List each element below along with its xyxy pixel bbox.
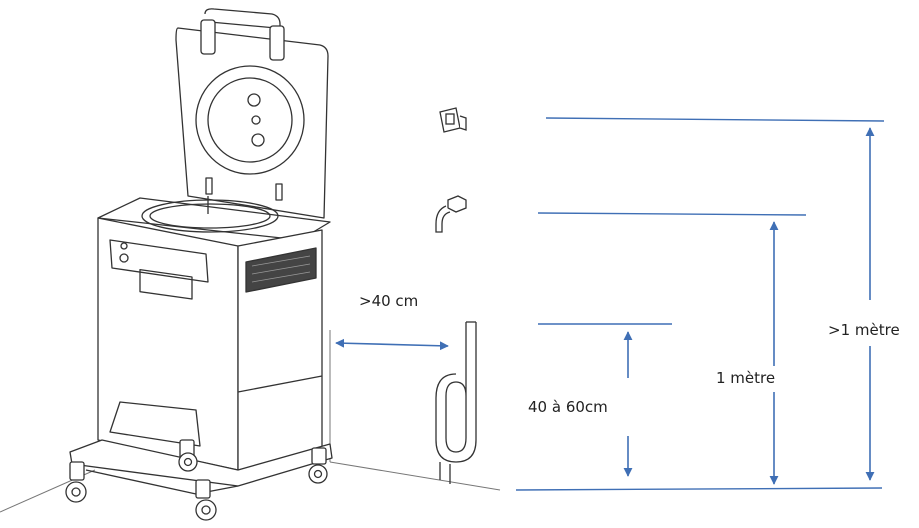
socket-height-label: >1 mètre	[828, 321, 900, 339]
socket-level-line	[545, 117, 885, 122]
wheel	[195, 479, 217, 521]
side-clearance-label: >40 cm	[359, 292, 419, 310]
power-socket-icon	[439, 107, 467, 133]
tap-height-label: 1 mètre	[716, 369, 776, 387]
drain-height-label: 40 à 60cm	[528, 398, 608, 416]
tap-level-line	[537, 212, 807, 216]
wheel	[308, 447, 328, 484]
measurement-guides	[515, 117, 885, 491]
water-tap-icon	[435, 195, 467, 233]
measurement-arrows	[335, 127, 875, 485]
wheel	[178, 439, 198, 472]
washer-disinfector-icon	[65, 8, 333, 521]
side-clearance-arrow	[335, 338, 449, 351]
drain-trap-icon	[435, 321, 477, 484]
floor-level-line	[515, 487, 883, 491]
wheel	[65, 461, 87, 503]
